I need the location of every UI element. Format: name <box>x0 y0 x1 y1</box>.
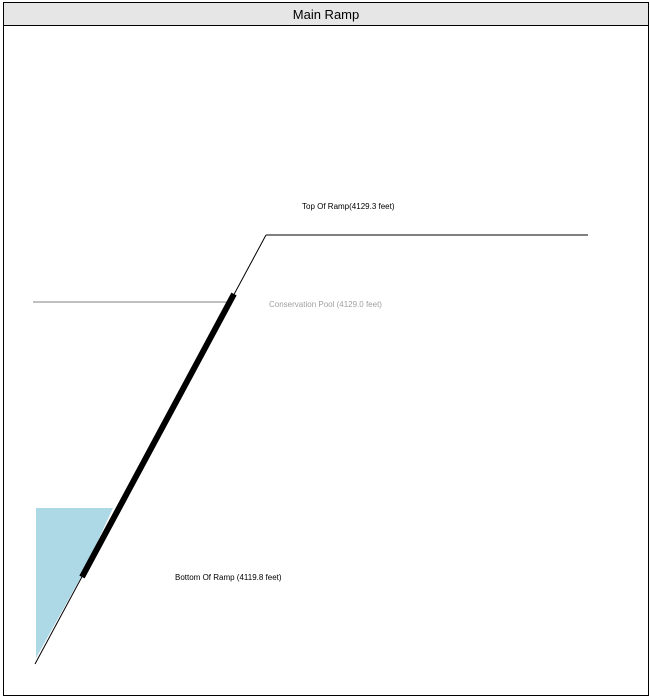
diagram-panel: Main Ramp <box>3 2 649 696</box>
panel-title: Main Ramp <box>4 3 648 26</box>
bottom-of-ramp-label: Bottom Of Ramp (4119.8 feet) <box>175 573 282 582</box>
usable-ramp-section <box>79 292 237 579</box>
top-of-ramp-label: Top Of Ramp(4129.3 feet) <box>302 202 395 211</box>
water-area <box>36 508 113 658</box>
conservation-pool-label: Conservation Pool (4129.0 feet) <box>269 300 382 309</box>
